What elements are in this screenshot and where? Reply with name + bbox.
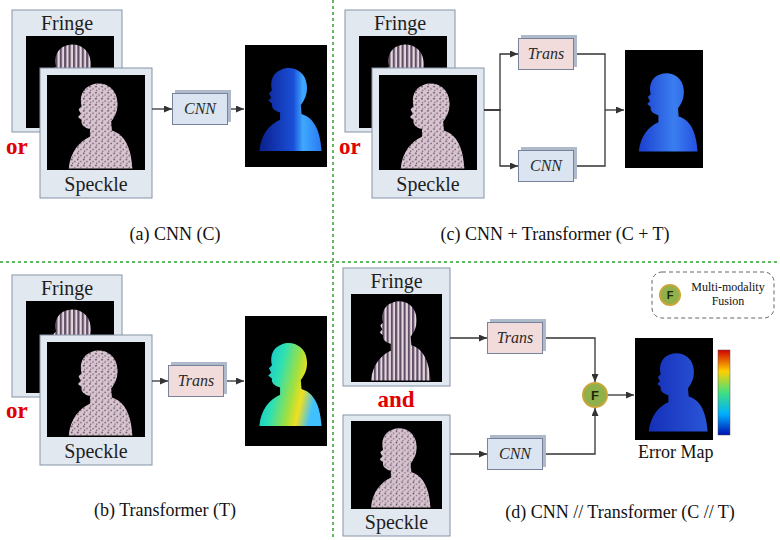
speckle-card-art bbox=[372, 68, 484, 198]
node-text: Fringe bbox=[41, 12, 93, 35]
panel-caption: (c) CNN + Transformer (C + T) bbox=[441, 224, 670, 245]
divider-line bbox=[332, 0, 334, 540]
connector-arrow bbox=[450, 337, 487, 338]
output-image bbox=[625, 50, 703, 168]
panel-caption: (d) CNN // Transformer (C // T) bbox=[505, 502, 735, 523]
node-text: Trans bbox=[528, 45, 564, 63]
output-image bbox=[635, 338, 713, 440]
node-text: Fringe bbox=[41, 277, 93, 300]
cnn-box: CNN bbox=[172, 93, 228, 125]
node-text: Fringe bbox=[374, 12, 426, 35]
speckle-card: Speckle bbox=[40, 335, 152, 465]
legend-text: Multi-modality Fusion bbox=[686, 281, 770, 309]
fusion-circle: F bbox=[582, 382, 608, 408]
connector-arrow bbox=[152, 108, 172, 109]
speckle-card-art bbox=[40, 68, 152, 198]
connector-arrow bbox=[484, 110, 518, 166]
node-text: Speckle bbox=[365, 511, 428, 534]
panel-caption: (b) Transformer (T) bbox=[94, 500, 236, 521]
node-text: CNN bbox=[530, 157, 562, 175]
output-arrow bbox=[228, 108, 244, 109]
node-text: CNN bbox=[499, 445, 531, 463]
node-text: Speckle bbox=[396, 173, 459, 196]
speckle-card-art bbox=[40, 335, 152, 465]
fringe-card: Fringe bbox=[345, 10, 455, 132]
color-bar bbox=[718, 350, 730, 435]
error-map-label: Error Map bbox=[638, 442, 713, 463]
speckle-card-art bbox=[343, 415, 450, 536]
node-text: F bbox=[591, 388, 599, 403]
speckle-card: Speckle bbox=[343, 415, 450, 536]
speckle-card: Speckle bbox=[372, 68, 484, 198]
connector-arrow bbox=[484, 54, 518, 110]
transformer-box: Trans bbox=[168, 365, 224, 397]
and-label: and bbox=[377, 387, 414, 413]
node-text: CNN bbox=[184, 100, 216, 118]
node-text: Trans bbox=[497, 329, 533, 347]
divider-line bbox=[0, 261, 780, 263]
transformer-box: Trans bbox=[487, 322, 543, 354]
or-label: or bbox=[6, 398, 28, 424]
legend-symbol-letter: F bbox=[667, 289, 674, 301]
fringe-card: Fringe bbox=[12, 10, 122, 132]
node-text: Fringe bbox=[370, 270, 422, 293]
cnn-box: CNN bbox=[487, 438, 543, 470]
output-arrow bbox=[605, 109, 624, 110]
legend-frame bbox=[652, 272, 774, 318]
transformer-box: Trans bbox=[518, 38, 574, 70]
output-image bbox=[245, 45, 327, 167]
fringe-card: Fringe bbox=[12, 275, 122, 397]
connector-arrow bbox=[543, 408, 595, 454]
output-image bbox=[245, 316, 327, 446]
or-label: or bbox=[6, 134, 28, 160]
panel-caption: (a) CNN (C) bbox=[130, 224, 221, 245]
node-text: Speckle bbox=[64, 173, 127, 196]
connector-arrow bbox=[543, 338, 595, 382]
fringe-card: Fringe bbox=[343, 268, 450, 386]
legend-fusion-symbol bbox=[660, 285, 680, 305]
output-arrow bbox=[608, 394, 634, 395]
node-text: Trans bbox=[178, 372, 214, 390]
connector-arrow bbox=[450, 453, 487, 454]
node-text: Speckle bbox=[64, 440, 127, 463]
merge-line bbox=[574, 54, 605, 166]
or-label: or bbox=[339, 134, 361, 160]
cnn-box: CNN bbox=[518, 150, 574, 182]
speckle-card: Speckle bbox=[40, 68, 152, 198]
fringe-card-art bbox=[343, 268, 450, 386]
connector-arrow bbox=[152, 380, 168, 381]
output-arrow bbox=[224, 380, 244, 381]
